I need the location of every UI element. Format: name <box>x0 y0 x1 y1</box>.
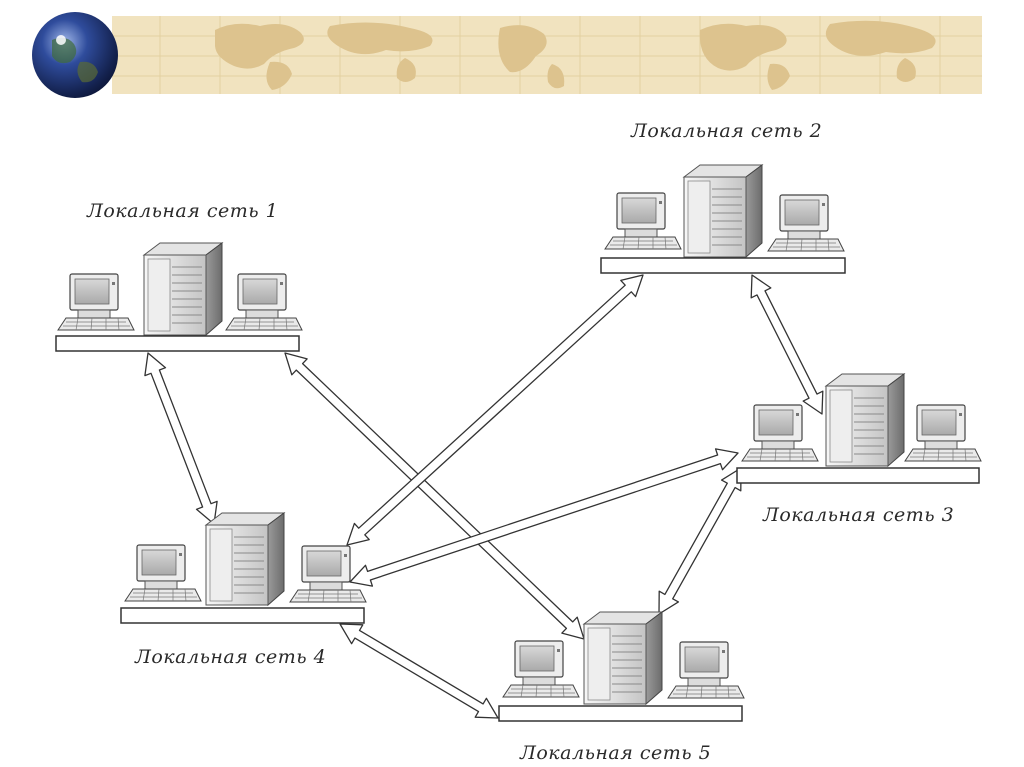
computer-icon <box>124 544 202 602</box>
computer-icon <box>667 641 745 699</box>
computer-icon <box>502 640 580 698</box>
network-2: Локальная сеть 2 <box>600 120 846 274</box>
server-icon <box>683 164 763 258</box>
connection-arrow-net2-net3 <box>750 274 824 415</box>
network-5: Локальная сеть 5 <box>498 611 745 764</box>
connection-arrow-net3-net5 <box>658 467 742 615</box>
computer-icon <box>225 273 303 331</box>
server-icon <box>205 512 285 606</box>
computer-icon <box>57 273 135 331</box>
computer-icon <box>767 194 845 252</box>
network-label: Локальная сеть 3 <box>762 504 954 526</box>
network-bus <box>498 705 743 722</box>
connection-arrow-net1-net4 <box>144 352 218 525</box>
server-icon <box>825 373 905 467</box>
network-bus <box>55 335 300 352</box>
globe-icon <box>32 12 118 98</box>
network-label: Локальная сеть 5 <box>519 742 711 764</box>
connection-arrow-net2-net4 <box>346 274 644 546</box>
network-bus <box>736 467 980 484</box>
world-map-banner <box>112 16 982 94</box>
connection-arrow-net3-net4 <box>349 448 739 587</box>
header-banner <box>32 12 982 98</box>
network-bus <box>600 257 846 274</box>
network-1: Локальная сеть 1 <box>55 200 303 352</box>
connection-arrow-net4-net5 <box>339 623 499 719</box>
server-icon <box>583 611 663 705</box>
connections <box>144 274 824 719</box>
network-label: Локальная сеть 2 <box>630 120 822 142</box>
computer-icon <box>604 192 682 250</box>
server-icon <box>143 242 223 336</box>
computer-icon <box>741 404 819 462</box>
network-label: Локальная сеть 4 <box>134 646 326 668</box>
network-3: Локальная сеть 3 <box>736 373 982 526</box>
computer-icon <box>289 545 367 603</box>
computer-icon <box>904 404 982 462</box>
network-4: Локальная сеть 4 <box>120 512 367 668</box>
network-bus <box>120 607 365 624</box>
network-label: Локальная сеть 1 <box>86 200 278 222</box>
